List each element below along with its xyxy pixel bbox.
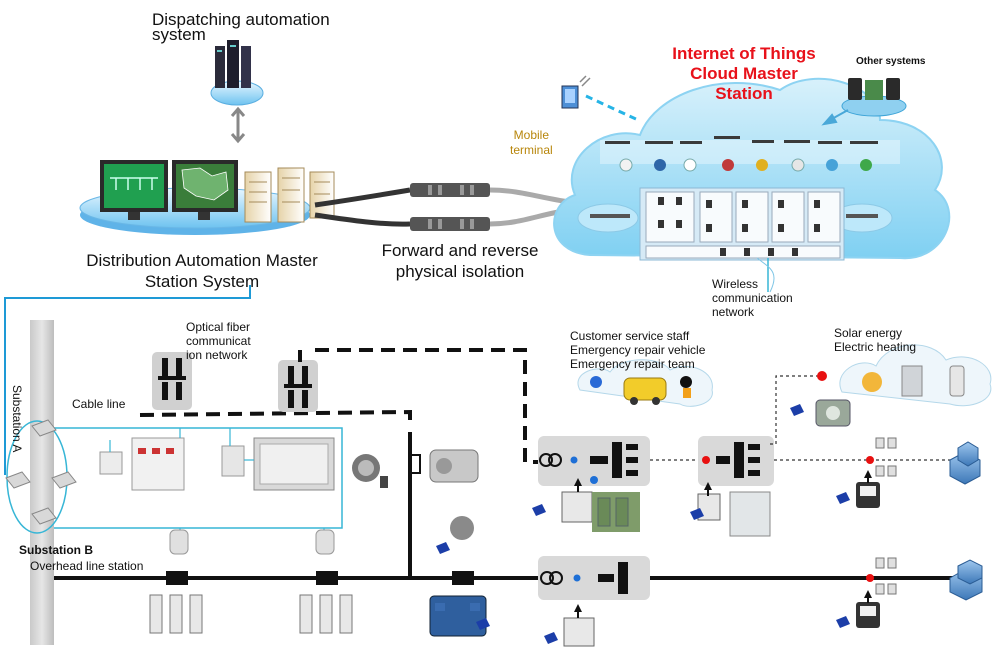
cable-line-label: Cable line bbox=[72, 397, 126, 411]
switchgear-cabinets bbox=[99, 428, 335, 540]
mobile-link bbox=[585, 94, 639, 122]
cloud-app-icons bbox=[605, 136, 878, 172]
isolation-label: Forward and reverse physical isolation bbox=[381, 241, 539, 281]
low-voltage-lines bbox=[650, 375, 950, 461]
wireless-terminal-icons bbox=[436, 404, 850, 644]
substation-b-label: Substation B bbox=[19, 543, 93, 557]
lv-nodes bbox=[702, 371, 874, 582]
fiber-dashed-lines bbox=[139, 348, 540, 464]
ring-switches bbox=[5, 419, 77, 534]
solar-heating-label: Solar energy Electric heating bbox=[834, 326, 917, 354]
building-icons bbox=[949, 441, 983, 601]
customer-service-cloud bbox=[577, 359, 713, 407]
iot-cloud-title: Internet of Things Cloud Master Station bbox=[672, 44, 816, 103]
overhead-line bbox=[54, 432, 955, 585]
solar-heating-cloud bbox=[839, 344, 992, 407]
transformer-station-3 bbox=[538, 556, 650, 600]
other-systems-label: Other systems bbox=[856, 56, 926, 67]
bidirectional-arrow-icon bbox=[230, 106, 246, 144]
substation-pillar bbox=[30, 320, 54, 645]
dispatching-server-icon bbox=[210, 40, 264, 106]
monitor-icon bbox=[100, 160, 168, 220]
pole-transformer-icons bbox=[149, 516, 487, 637]
up-arrow-icons bbox=[574, 470, 872, 618]
cloud-platform-box bbox=[577, 187, 893, 261]
overhead-switch-icon bbox=[409, 449, 479, 483]
other-systems-icon bbox=[841, 78, 907, 117]
dispatching-label: Dispatching automation system bbox=[152, 10, 330, 44]
mobile-terminal-label: Mobile terminal bbox=[510, 128, 553, 157]
customer-service-label: Customer service staff Emergency repair … bbox=[570, 329, 706, 371]
fault-indicator-icon bbox=[352, 454, 388, 488]
cloud-exchange-arrow bbox=[821, 109, 849, 126]
smart-meter-icons bbox=[856, 482, 880, 628]
heat-pump-icon bbox=[815, 399, 851, 427]
fiber-switch-icons bbox=[152, 350, 318, 412]
transformer-station-1 bbox=[538, 436, 650, 486]
map-monitor-icon bbox=[172, 160, 238, 220]
mobile-terminal-icon bbox=[561, 75, 591, 109]
overhead-line-label: Overhead line station bbox=[30, 559, 144, 573]
optical-fiber-label: Optical fiber communicat ion network bbox=[186, 320, 251, 362]
distribution-master-label: Distribution Automation Master Station S… bbox=[86, 251, 318, 291]
wireless-network-label: Wireless communication network bbox=[712, 277, 793, 319]
isolation-device-icon bbox=[410, 183, 490, 231]
substation-a-label: Substation A bbox=[10, 385, 24, 453]
meter-box-icons bbox=[561, 437, 897, 647]
